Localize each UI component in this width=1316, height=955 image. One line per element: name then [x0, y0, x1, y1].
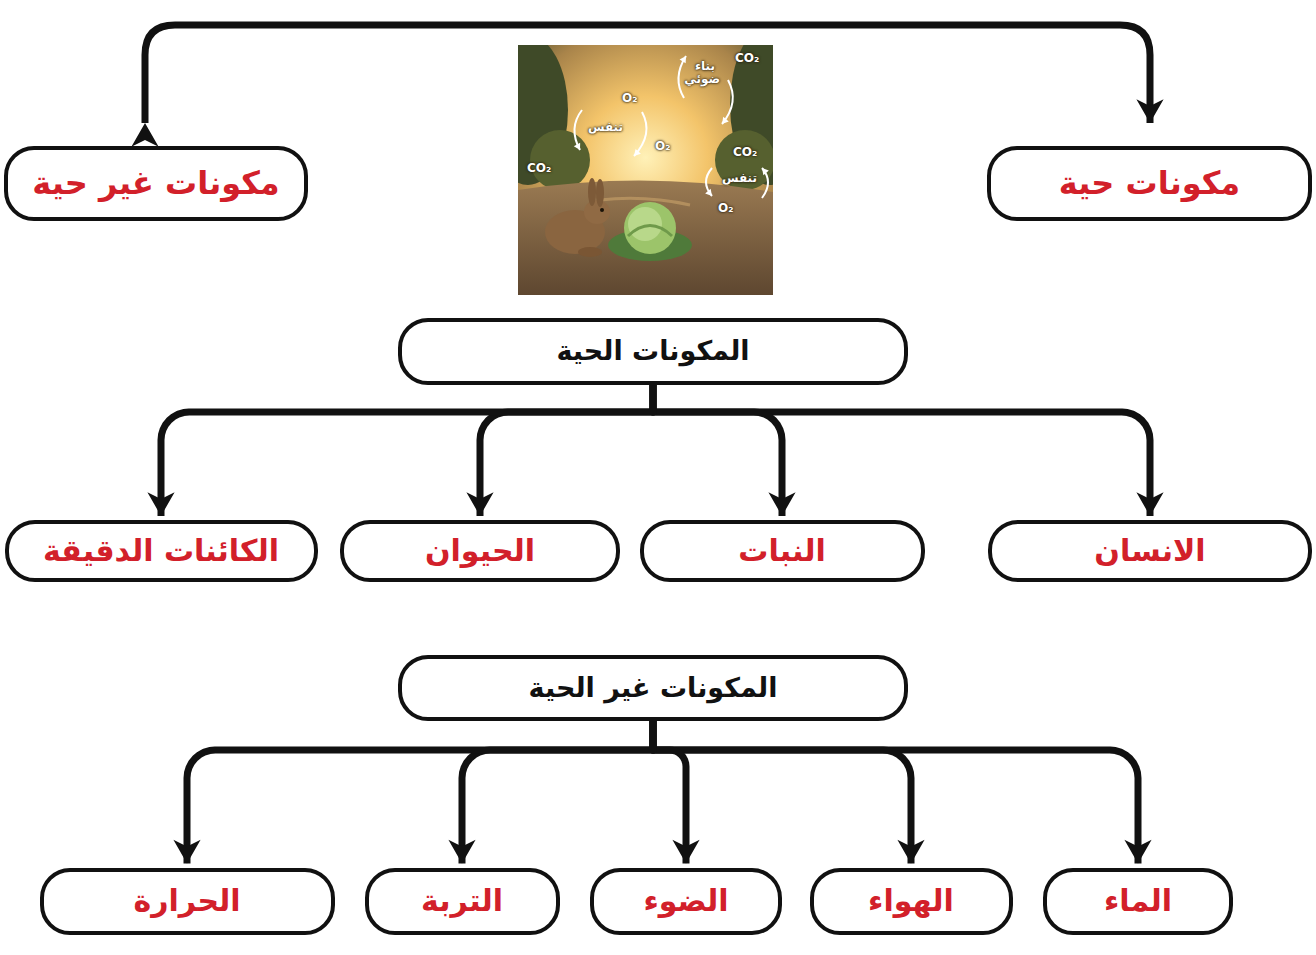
box-label: مكونات حية [1059, 164, 1240, 202]
box-label: مكونات غير حية [32, 164, 279, 202]
branch-arrow [187, 721, 653, 864]
box-label: الكائنات الدقيقة [43, 533, 279, 569]
item-box: النبات [640, 520, 925, 582]
photo-label: تنفس [588, 121, 623, 134]
item-box: الحيوان [340, 520, 620, 582]
item-box: الماء [1043, 868, 1233, 935]
category-box: مكونات غير حية [4, 146, 308, 221]
branch-arrow [462, 721, 653, 864]
heading-box: المكونات الحية [398, 318, 908, 385]
box-label: الماء [1104, 883, 1172, 919]
photo-label: O₂ [718, 202, 733, 215]
box-label: الهواء [868, 883, 954, 919]
heading-box: المكونات غير الحية [398, 655, 908, 721]
item-box: التربة [365, 868, 560, 935]
photo-label: CO₂ [527, 162, 551, 175]
branch-arrow [653, 721, 1138, 864]
box-label: المكونات غير الحية [529, 672, 778, 704]
branch-arrow [653, 385, 1150, 517]
photo-label: تنفس [722, 172, 757, 185]
item-box: الحرارة [40, 868, 335, 935]
item-box: الهواء [810, 868, 1013, 935]
box-label: التربة [421, 883, 503, 919]
branch-arrow [480, 385, 653, 517]
box-label: الحيوان [425, 533, 535, 569]
category-box: مكونات حية [987, 146, 1312, 221]
box-label: الحرارة [133, 883, 240, 919]
photo-label: CO₂ [733, 146, 757, 159]
branch-arrow [653, 721, 911, 864]
branch-arrow [653, 721, 686, 864]
photo-label: بناء ضوئي [690, 60, 720, 86]
box-label: الضوء [643, 883, 728, 919]
photo-label: O₂ [655, 140, 670, 153]
box-label: المكونات الحية [556, 335, 749, 367]
photo-label: CO₂ [735, 52, 759, 65]
ecosystem-photo [518, 45, 773, 295]
item-box: الضوء [590, 868, 782, 935]
branch-arrow [653, 385, 782, 517]
item-box: الانسان [988, 520, 1312, 582]
box-label: النبات [738, 533, 825, 569]
box-label: الانسان [1094, 533, 1205, 569]
item-box: الكائنات الدقيقة [5, 520, 318, 582]
photo-label: O₂ [622, 92, 637, 105]
branch-arrow [161, 385, 653, 517]
